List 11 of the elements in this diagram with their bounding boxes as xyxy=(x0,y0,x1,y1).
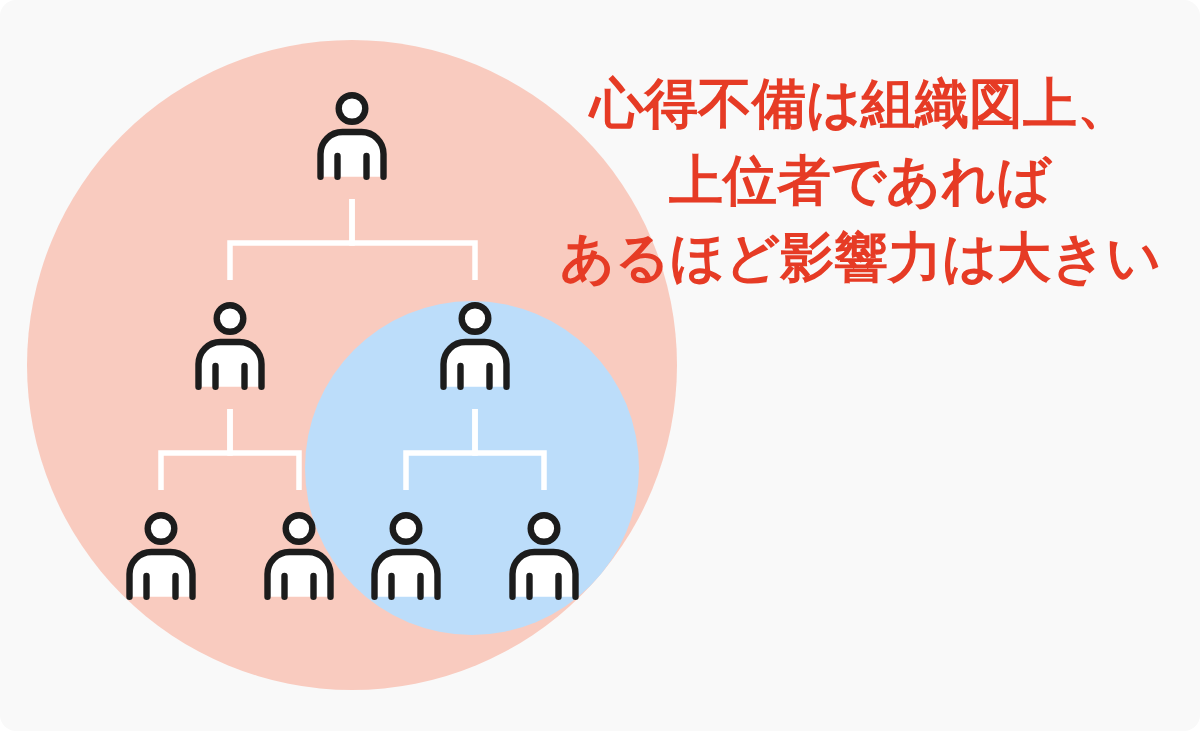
connector-line xyxy=(227,409,302,490)
connector-line xyxy=(472,409,547,490)
person-icon xyxy=(264,511,334,600)
annotation-text: 心得不備は組織図上、上位者であればあるほど影響力は大きい xyxy=(558,71,1162,291)
connector-line xyxy=(349,199,478,280)
person-icon xyxy=(317,91,387,180)
person-icon xyxy=(509,511,579,600)
person-icon xyxy=(371,511,441,600)
person-icon xyxy=(195,301,265,390)
person-icon xyxy=(126,511,196,600)
person-icon xyxy=(440,301,510,390)
